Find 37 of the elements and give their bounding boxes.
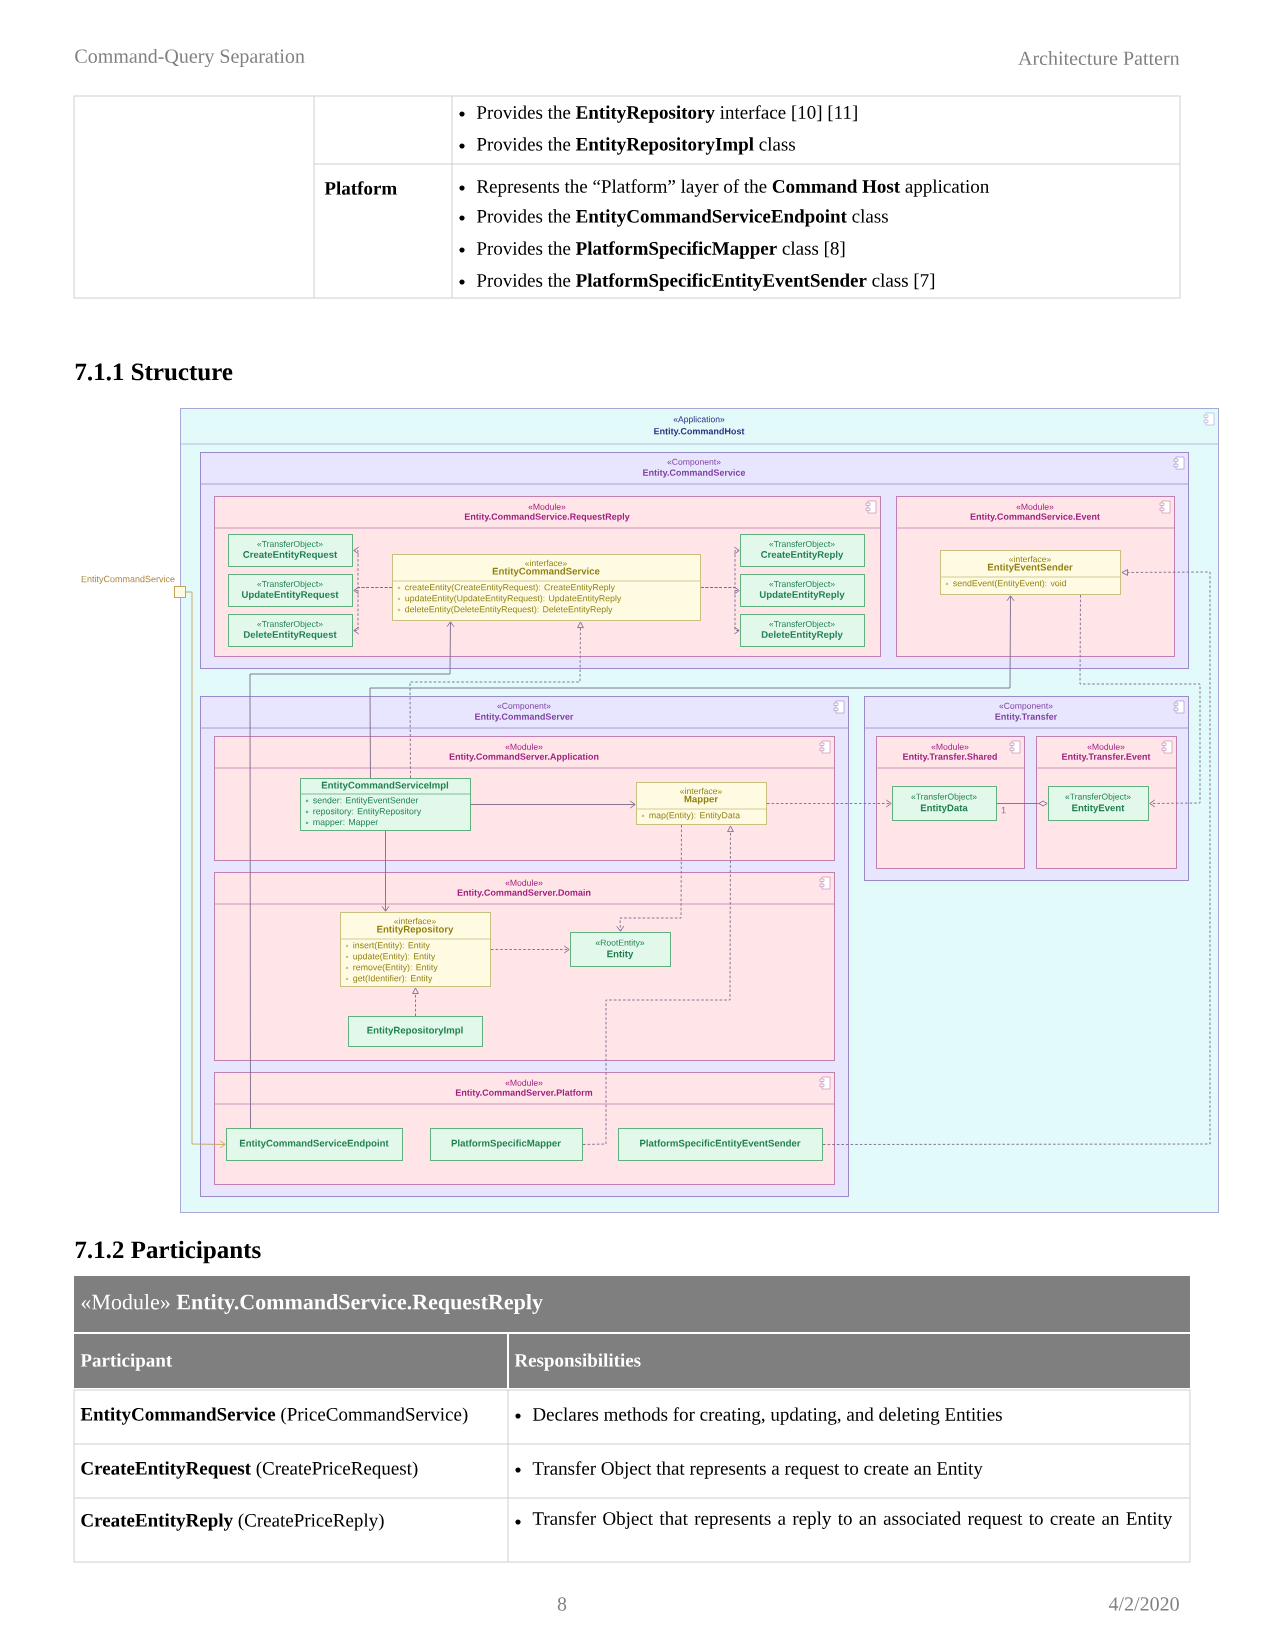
realization-arrow [412, 987, 419, 1017]
association-arrow [470, 800, 636, 809]
header-cell: Responsibilities [509, 1334, 1190, 1388]
association-arrow [185, 591, 226, 1149]
table-cell-text: CreateEntityRequest (CreatePriceRequest) [81, 1461, 418, 1479]
dependency-arrow [766, 799, 892, 808]
dependency-arrow [616, 824, 682, 932]
realization-arrow [409, 621, 584, 779]
association-arrow [249, 621, 455, 1129]
dependency-arrow [700, 587, 740, 635]
table-cell-text: CreateEntityReply (CreatePriceReply) [81, 1513, 384, 1531]
list-item: Provides the PlatformSpecificMapper class [8] [459, 241, 845, 259]
table-cell-text: EntityCommandService (PriceCommandService) [80, 1407, 468, 1425]
page-header: Architecture Pattern [1018, 50, 1180, 66]
dependency-arrow [353, 587, 393, 635]
table-cell-text: Platform [324, 181, 397, 195]
list-item: Declares methods for creating, updating, and deleting Entities [515, 1407, 1002, 1425]
association-arrow [381, 830, 390, 912]
header-cell: Participant [74, 1334, 507, 1388]
aggregation-line [996, 800, 1048, 807]
realization-arrow [582, 825, 734, 1145]
list-item: Provides the EntityRepositoryImpl class [459, 137, 795, 155]
list-item: Provides the EntityRepository interface [10] [11] [459, 105, 857, 123]
page-header: Command-Query Separation [75, 48, 305, 68]
list-item: Provides the EntityCommandServiceEndpoint class [459, 209, 888, 227]
page-number: 8 [557, 1597, 567, 1611]
page-date: 4/2/2020 [1108, 1597, 1179, 1611]
list-item: Transfer Object that represents a request to create an Entity [515, 1461, 983, 1479]
realization-arrow [822, 569, 1211, 1145]
list-item: Represents the “Platform” layer of the Command Host application [459, 179, 989, 197]
list-item: Provides the PlatformSpecificEntityEventSender class [7] [459, 273, 935, 291]
association-arrow [369, 595, 1015, 779]
section-heading: 7.1.2 Participants [75, 1240, 261, 1264]
section-heading: 7.1.1 Structure [75, 363, 233, 381]
dependency-arrow [490, 945, 570, 954]
dependency-arrow [1079, 594, 1201, 808]
list-item: Transfer Object that represents a reply to an associated request to create an Entity [515, 1511, 1173, 1529]
